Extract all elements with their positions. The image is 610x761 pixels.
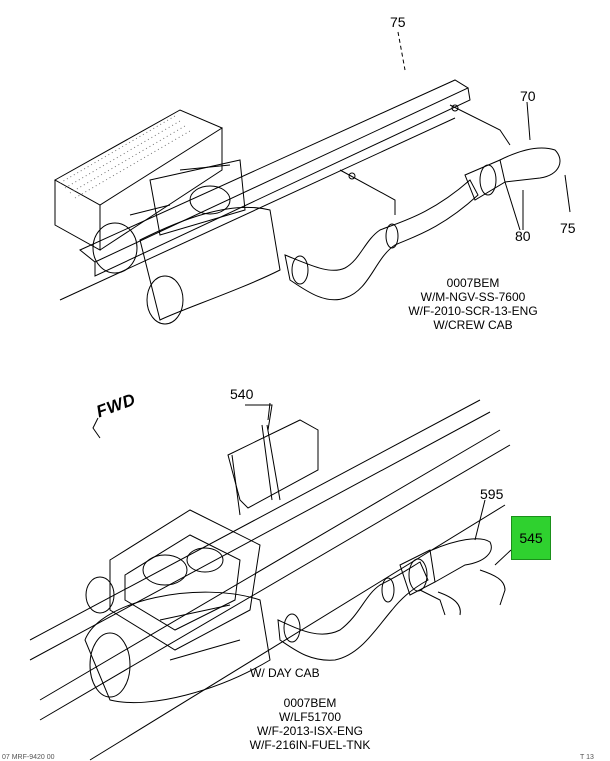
top-dpf-body xyxy=(92,159,281,325)
bottom-bracket-540 xyxy=(227,404,319,516)
callout-75-top[interactable]: 75 xyxy=(390,14,406,30)
bottom-note-line-1: 0007BEM xyxy=(283,696,337,710)
top-note-line-1: 0007BEM xyxy=(446,276,500,290)
top-exhaust-pipe xyxy=(284,147,561,301)
callout-70[interactable]: 70 xyxy=(520,88,536,104)
bottom-note-line-2: W/LF51700 xyxy=(278,710,342,724)
bottom-dpf-body xyxy=(84,591,271,704)
top-frame-rail xyxy=(79,79,471,277)
callout-75-right[interactable]: 75 xyxy=(560,220,576,236)
top-note-line-2: W/M-NGV-SS-7600 xyxy=(420,290,526,304)
top-config-note: 0007BEM W/M-NGV-SS-7600 W/F-2010-SCR-13-… xyxy=(398,276,548,332)
day-cab-label: W/ DAY CAB xyxy=(250,666,320,680)
fwd-arrow-icon xyxy=(92,417,101,439)
callout-540[interactable]: 540 xyxy=(230,386,254,402)
bottom-note-line-3: W/F-2013-ISX-ENG xyxy=(256,724,364,738)
top-leader-75 xyxy=(397,31,406,71)
bottom-engine-frame xyxy=(85,509,261,651)
footer-page-ref: T 13 xyxy=(580,754,594,761)
top-note-line-3: W/F-2010-SCR-13-ENG xyxy=(408,304,538,318)
callout-545-highlighted[interactable]: 545 xyxy=(511,516,551,560)
bottom-note-line-4: W/F-216IN-FUEL-TNK xyxy=(249,738,371,752)
top-note-line-4: W/CREW CAB xyxy=(433,318,513,332)
top-step-shield xyxy=(53,109,224,251)
footer-doc-id: 07 MRF-9420 00 xyxy=(2,754,55,761)
bottom-exhaust-pipe xyxy=(277,538,492,661)
callout-595[interactable]: 595 xyxy=(480,486,504,502)
bottom-frame-rail xyxy=(29,399,511,721)
callout-80[interactable]: 80 xyxy=(515,228,531,244)
bottom-config-note: 0007BEM W/LF51700 W/F-2013-ISX-ENG W/F-2… xyxy=(235,696,385,752)
